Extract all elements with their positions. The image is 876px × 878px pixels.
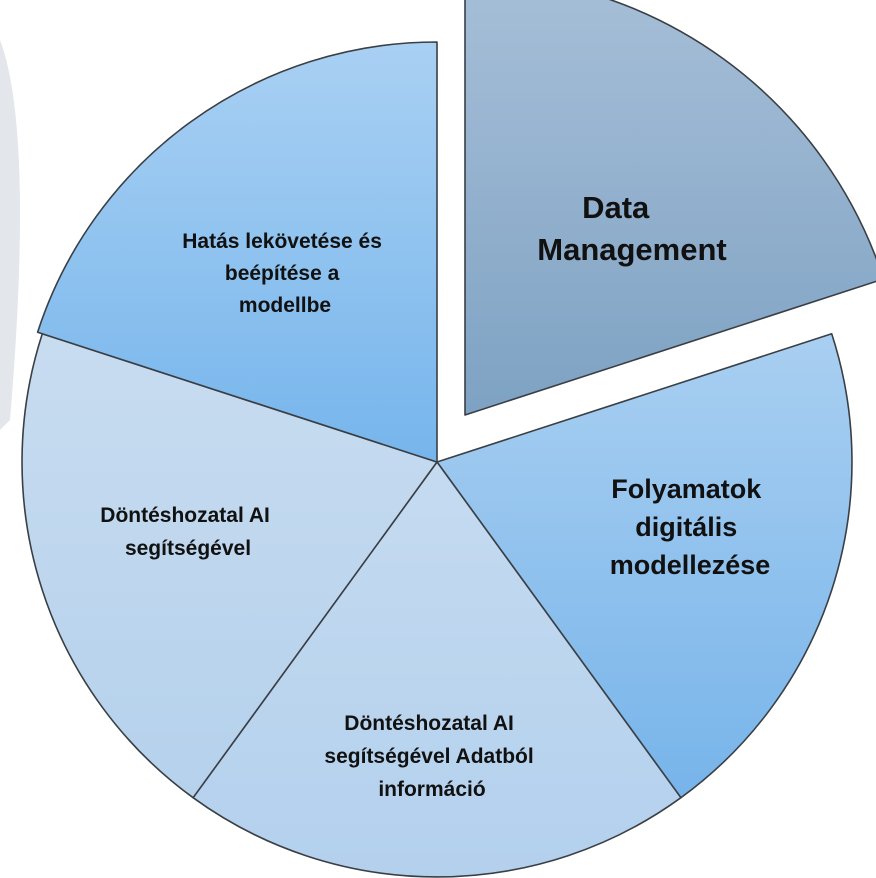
label-adatbol-informacio: Döntéshozatal AI segítségével Adatból in… bbox=[324, 712, 539, 801]
label-hatas-lekovetese: Hatás lekövetése és beépítése a modellbe bbox=[182, 230, 387, 317]
background-swoosh bbox=[0, 40, 20, 430]
label-folyamatok: Folyamatok digitális modellezése bbox=[610, 474, 771, 580]
pie-slice-data-management bbox=[464, 0, 876, 416]
pie-slices bbox=[21, 0, 876, 878]
pie-slice-hatas-lekovetese bbox=[36, 41, 438, 463]
label-data-management: Data Management bbox=[537, 190, 726, 267]
pie-slice-folyamatok bbox=[436, 333, 853, 799]
pie-slice-donteshozatal bbox=[21, 333, 438, 799]
pie-labels: Data Management Folyamatok digitális mod… bbox=[100, 190, 770, 801]
pie-slice-adatbol-informacio bbox=[192, 461, 682, 878]
label-donteshozatal: Döntéshozatal AI segítségével bbox=[100, 504, 275, 560]
